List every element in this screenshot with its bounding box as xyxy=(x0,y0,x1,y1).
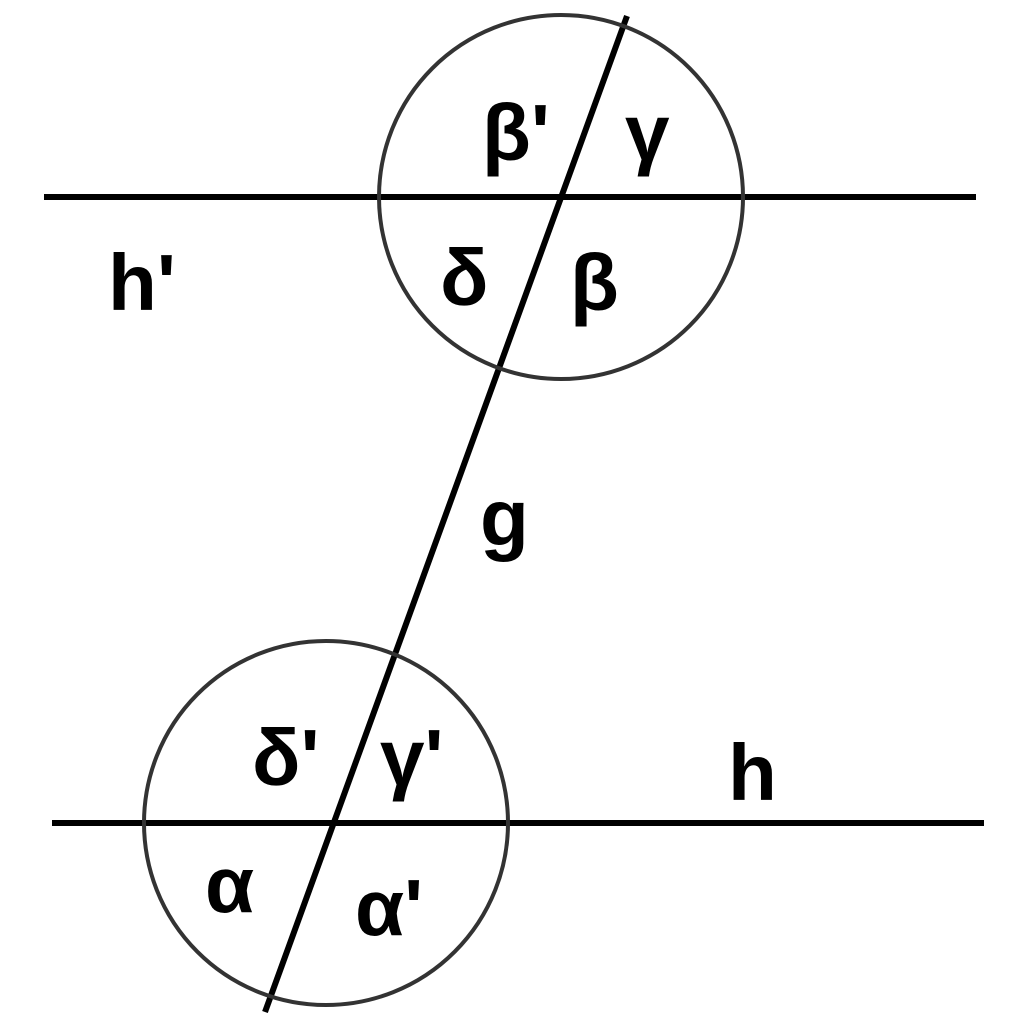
angle-delta-label: δ xyxy=(440,233,489,322)
transversal-g xyxy=(262,14,630,1014)
angle-delta-prime-label: δ' xyxy=(252,713,320,802)
line-h-prime-label: h' xyxy=(108,238,176,327)
upper-intersection-circle xyxy=(377,13,745,381)
angle-gamma-label: γ xyxy=(625,88,670,177)
angle-gamma-prime-label: γ' xyxy=(380,713,444,802)
angle-alpha-prime-label: α' xyxy=(355,863,423,952)
angle-beta-label: β xyxy=(570,238,619,327)
lower-intersection-circle xyxy=(142,639,510,1007)
angle-beta-prime-label: β' xyxy=(482,88,550,177)
line-h-label: h xyxy=(728,728,777,817)
line-g-label: g xyxy=(480,473,529,562)
angle-alpha-label: α xyxy=(205,840,254,929)
